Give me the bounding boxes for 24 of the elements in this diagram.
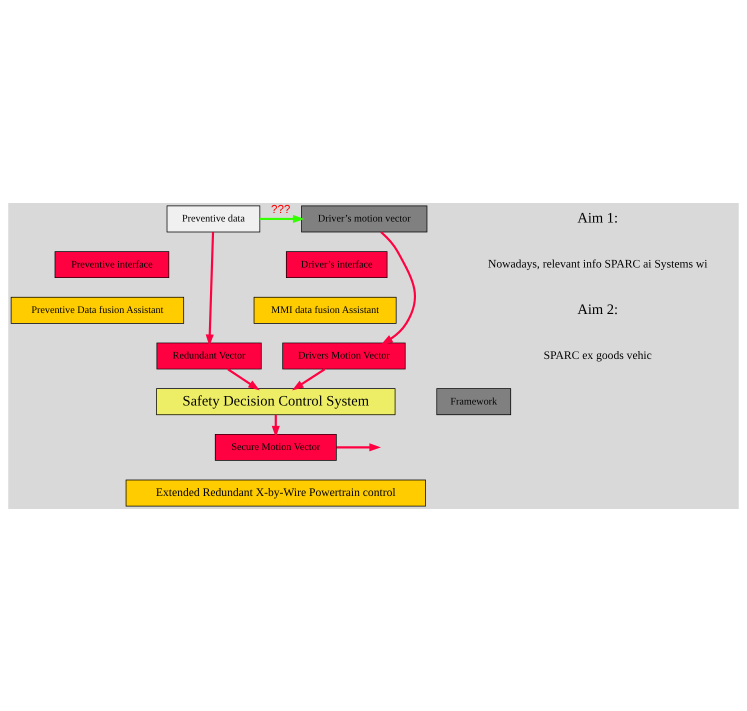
arrow — [272, 414, 280, 437]
label: SPARC ex goods vehic — [544, 348, 652, 362]
node-box: Preventive interface — [54, 250, 170, 278]
node-box: Preventive data — [166, 205, 260, 232]
node-box: Driver’s motion vector — [301, 205, 428, 232]
arrow — [292, 368, 326, 390]
node-box: MMI data fusion Assistant — [254, 296, 397, 324]
node-box: Redundant Vector — [156, 342, 262, 369]
label: Aim 2: — [577, 301, 618, 318]
arrow — [227, 368, 260, 390]
label: Aim 1: — [577, 210, 618, 226]
node-box: Driver’s interface — [286, 250, 388, 278]
node-box: Safety Decision Control System — [156, 388, 396, 415]
node-box: Extended Redundant X-by-Wire Powertrain control — [126, 479, 426, 506]
arrow — [336, 442, 381, 451]
arrow — [206, 232, 214, 346]
edge-label: ??? — [271, 202, 290, 216]
node-box: Framework — [436, 388, 512, 415]
label: Nowadays, relevant info SPARC ai Systems wi — [488, 256, 708, 270]
node-box: Preventive Data fusion Assistant — [10, 296, 184, 324]
arrow — [260, 214, 305, 223]
node-box: Drivers Motion Vector — [282, 342, 406, 369]
arrow — [380, 230, 416, 344]
node-box: Secure Motion Vector — [214, 433, 337, 460]
